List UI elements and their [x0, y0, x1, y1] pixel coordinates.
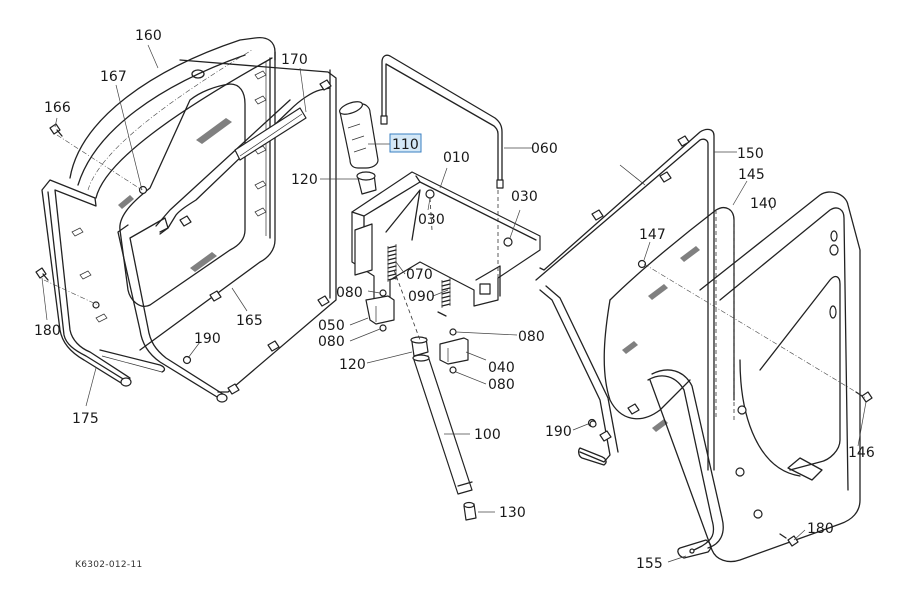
label-160[interactable]: 160	[135, 28, 162, 44]
screw-part-166[interactable]	[49, 123, 63, 137]
highlight-box-110	[389, 133, 422, 153]
bushing-part-120-upper[interactable]	[356, 171, 377, 195]
part-labels: 160 167 166 170 110 060 010 120 030 030 …	[34, 28, 875, 572]
label-080-b[interactable]: 080	[318, 334, 345, 350]
label-146[interactable]: 146	[848, 445, 875, 461]
label-180-left[interactable]: 180	[34, 323, 61, 339]
label-040[interactable]: 040	[488, 360, 515, 376]
label-030-left[interactable]: 030	[418, 212, 445, 228]
label-070[interactable]: 070	[406, 267, 433, 283]
label-100[interactable]: 100	[474, 427, 501, 443]
screw-part-180-left[interactable]	[35, 267, 49, 281]
leader-lines	[41, 44, 867, 563]
label-180-right[interactable]: 180	[807, 521, 834, 537]
seat-frame-left[interactable]	[117, 59, 337, 403]
label-130[interactable]: 130	[499, 505, 526, 521]
label-120-upper[interactable]: 120	[291, 172, 318, 188]
label-190-right[interactable]: 190	[545, 424, 572, 440]
nut-part-080[interactable]	[379, 289, 457, 374]
label-060[interactable]: 060	[531, 141, 558, 157]
panel-part-145[interactable]	[603, 206, 735, 432]
bracket-part-010[interactable]	[351, 171, 541, 307]
label-190-left[interactable]: 190	[194, 331, 221, 347]
label-080-c[interactable]: 080	[518, 329, 545, 345]
label-140[interactable]: 140	[750, 196, 777, 212]
label-165[interactable]: 165	[236, 313, 263, 329]
label-170[interactable]: 170	[281, 52, 308, 68]
label-145[interactable]: 145	[738, 167, 765, 183]
label-080-a[interactable]: 080	[336, 285, 363, 301]
seat-back-cover-right[interactable]	[649, 191, 861, 563]
label-155[interactable]: 155	[636, 556, 663, 572]
label-147[interactable]: 147	[639, 227, 666, 243]
tube-part-100[interactable]	[412, 354, 473, 495]
label-166[interactable]: 166	[44, 100, 71, 116]
frame-tube-left[interactable]	[41, 179, 166, 387]
grip-part-110[interactable]	[338, 99, 379, 169]
frame-tube-right-155[interactable]	[647, 369, 724, 559]
cap-part-130[interactable]	[463, 501, 477, 521]
label-175[interactable]: 175	[72, 411, 99, 427]
clamp-part-050[interactable]	[365, 295, 395, 325]
label-050[interactable]: 050	[318, 318, 345, 334]
label-090[interactable]: 090	[408, 289, 435, 305]
seat-frame-right[interactable]	[535, 128, 715, 471]
rod-part-060[interactable]	[380, 54, 504, 189]
label-110[interactable]: 110	[392, 137, 419, 153]
drawing-code: K6302-012-11	[75, 560, 143, 570]
label-010[interactable]: 010	[443, 150, 470, 166]
bushing-part-120-lower[interactable]	[410, 336, 429, 357]
label-120-lower[interactable]: 120	[339, 357, 366, 373]
label-080-d[interactable]: 080	[488, 377, 515, 393]
clamp-part-040[interactable]	[439, 337, 469, 365]
label-030-right[interactable]: 030	[511, 189, 538, 205]
nut-part-190-right[interactable]	[589, 420, 597, 428]
label-150[interactable]: 150	[737, 146, 764, 162]
label-167[interactable]: 167	[100, 69, 127, 85]
spring-part-090[interactable]	[437, 278, 451, 317]
